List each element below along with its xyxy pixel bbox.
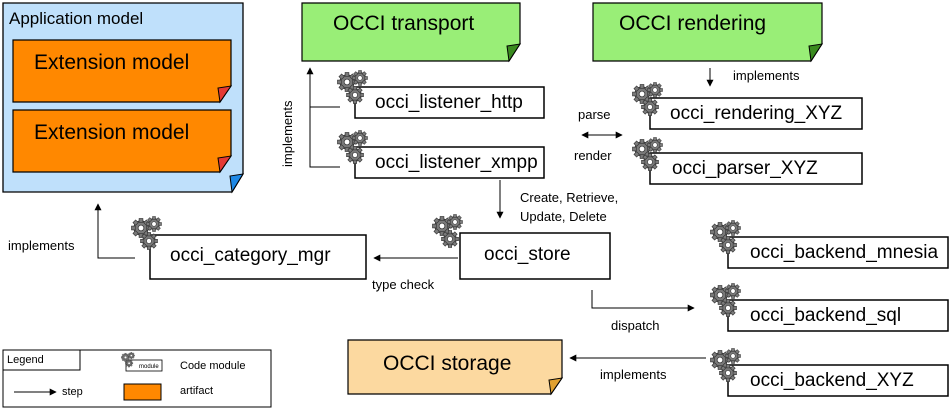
module-label-parser-xyz: occi_parser_XYZ	[672, 158, 818, 179]
render-label: render	[574, 148, 612, 163]
edge-implements-app	[94, 203, 135, 259]
application-model-label: Application model	[9, 9, 144, 28]
gear-icon	[433, 215, 463, 248]
occi-storage-artifact	[347, 339, 564, 396]
legend	[2, 349, 272, 408]
extension-model-label-1: Extension model	[34, 51, 190, 74]
dispatch-label: dispatch	[611, 318, 660, 333]
module-box-listener-xmpp	[354, 146, 545, 179]
extension-model-artifact-1	[12, 39, 233, 104]
extension-model-artifact-2	[12, 109, 233, 174]
occi-storage-label: OCCI storage	[383, 352, 512, 375]
module-box-backend-mnesia	[727, 236, 949, 269]
implements-storage-label: implements	[600, 367, 667, 382]
module-box-rendering-xyz	[649, 97, 863, 130]
module-box-parser-xyz	[649, 152, 863, 185]
legend-code-module: Code module	[180, 360, 246, 372]
extension-model-label-2: Extension model	[34, 121, 190, 144]
crud-label-line2: Update, Delete	[520, 209, 607, 224]
edge-implements-transport	[310, 68, 340, 168]
legend-artifact: artifact	[180, 385, 214, 397]
legend-module-icon-text: module	[139, 364, 159, 370]
module-box-category-mgr	[149, 234, 367, 280]
type-check-label: type check	[372, 277, 435, 292]
legend-title: Legend	[7, 354, 44, 366]
occi-rendering-label: OCCI rendering	[619, 12, 767, 35]
implements-rendering-label: implements	[733, 68, 800, 83]
occi-transport-label: OCCI transport	[333, 12, 475, 35]
module-label-listener-xmpp: occi_listener_xmpp	[375, 152, 538, 173]
implements-app-label: implements	[8, 238, 75, 253]
module-box-listener-http	[354, 86, 545, 119]
module-box-backend-xyz	[727, 364, 949, 397]
legend-step: step	[62, 386, 83, 398]
edge-dispatch	[591, 290, 695, 312]
module-label-listener-http: occi_listener_http	[375, 92, 523, 113]
parse-label: parse	[578, 107, 611, 122]
implements-transport-label: implements	[280, 100, 295, 167]
module-box-backend-sql	[727, 299, 949, 332]
module-box-store	[459, 232, 611, 280]
module-label-backend-xyz: occi_backend_XYZ	[750, 370, 914, 391]
module-label-rendering-xyz: occi_rendering_XYZ	[670, 103, 843, 124]
module-label-category-mgr: occi_category_mgr	[170, 245, 331, 266]
occi-transport-artifact	[301, 2, 522, 63]
occi-rendering-artifact	[592, 2, 824, 63]
module-label-store: occi_store	[484, 244, 571, 265]
module-label-backend-mnesia: occi_backend_mnesia	[750, 242, 939, 263]
module-label-backend-sql: occi_backend_sql	[750, 305, 902, 326]
crud-label-line1: Create, Retrieve,	[520, 190, 619, 205]
